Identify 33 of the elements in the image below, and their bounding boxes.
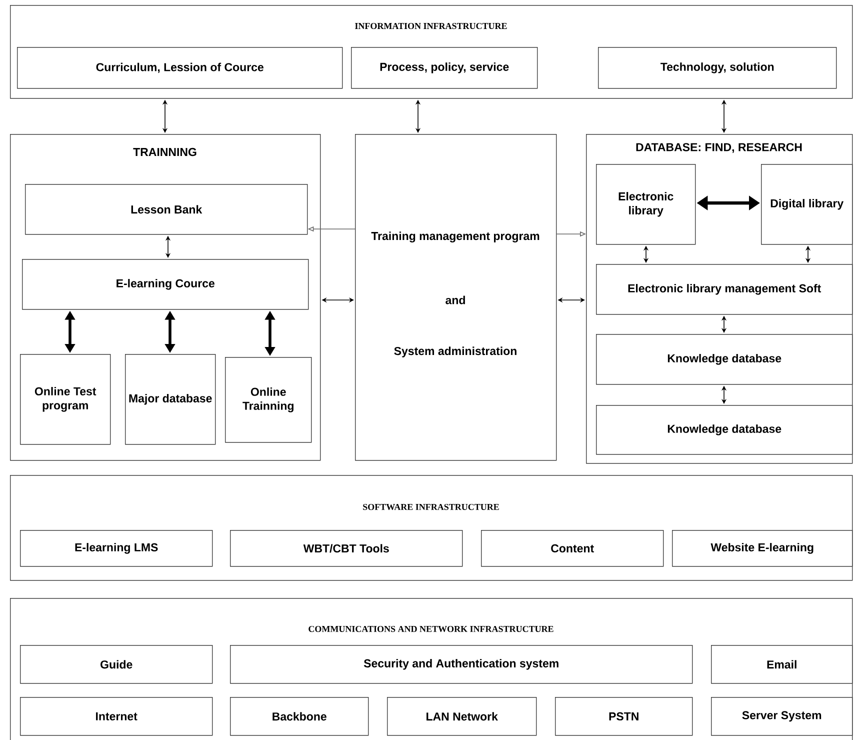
section-title: INFORMATION INFRASTRUCTURE [355, 22, 507, 30]
section-title: COMMUNICATIONS AND NETWORK INFRASTRUCTURE [308, 626, 554, 632]
process-box: WBT/CBT Tools [230, 530, 463, 567]
process-box: Internet [20, 697, 213, 736]
process-box: Knowledge database [596, 405, 853, 455]
section-title: DATABASE: FIND, RESEARCH [636, 143, 802, 153]
process-box: Major database [125, 354, 216, 445]
process-box: Email [711, 645, 853, 684]
box-text: and [446, 296, 465, 304]
process-box: Server System [711, 697, 853, 736]
process-box: Content [481, 530, 664, 567]
box-text: System administration [394, 346, 516, 358]
process-box: Backbone [230, 697, 369, 736]
process-box: Process, policy, service [351, 47, 538, 89]
process-box: E-learning Cource [22, 259, 309, 310]
section-title: TRAINNING [133, 148, 196, 156]
process-box: PSTN [555, 697, 693, 736]
box-text: Training management program [371, 232, 540, 242]
process-box: Electronic library management Soft [596, 264, 853, 315]
process-box: Knowledge database [596, 334, 853, 385]
process-box: Online Trainning [225, 357, 312, 443]
section-title: SOFTWARE INFRASTRUCTURE [363, 504, 499, 510]
process-box: Online Test program [20, 354, 111, 445]
process-box: Guide [20, 645, 213, 684]
process-box: Curriculum, Lession of Cource [17, 47, 343, 89]
process-box: Technology, solution [598, 47, 837, 89]
process-box: LAN Network [387, 697, 537, 736]
process-box: Digital library [761, 164, 853, 245]
process-box: Lesson Bank [25, 184, 308, 235]
process-box: Electronic library [596, 164, 696, 245]
process-box: Website E-learning [672, 530, 853, 567]
process-box: Security and Authentication system [230, 645, 693, 684]
process-box: E-learning LMS [20, 530, 213, 567]
